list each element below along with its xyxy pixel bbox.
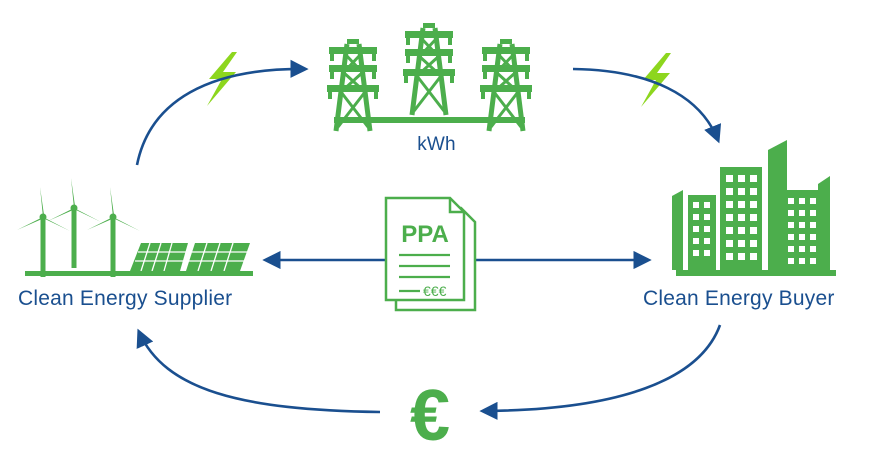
power-tower-icon xyxy=(327,23,532,131)
buyer-label: Clean Energy Buyer xyxy=(643,287,835,310)
wind-turbine-icon xyxy=(17,178,140,277)
contract-document-icon: PPA €€€ xyxy=(384,196,477,312)
supplier-ground-line xyxy=(25,271,253,276)
energy-flow-arrow xyxy=(135,59,309,166)
building-icon xyxy=(672,140,830,270)
euro-icon: € xyxy=(410,376,450,455)
contract-title: PPA xyxy=(401,221,449,248)
lightning-icon xyxy=(641,53,671,107)
payment-flow-arrow xyxy=(479,324,722,420)
solar-panel-icon xyxy=(130,242,250,272)
buyer-ground-line xyxy=(676,270,836,276)
transmission-label: kWh xyxy=(417,134,456,155)
contract-currency: €€€ xyxy=(423,283,447,299)
energy-flow-arrow xyxy=(572,67,722,144)
payment-flow-arrow xyxy=(136,328,381,414)
supplier-label: Clean Energy Supplier xyxy=(18,287,233,310)
